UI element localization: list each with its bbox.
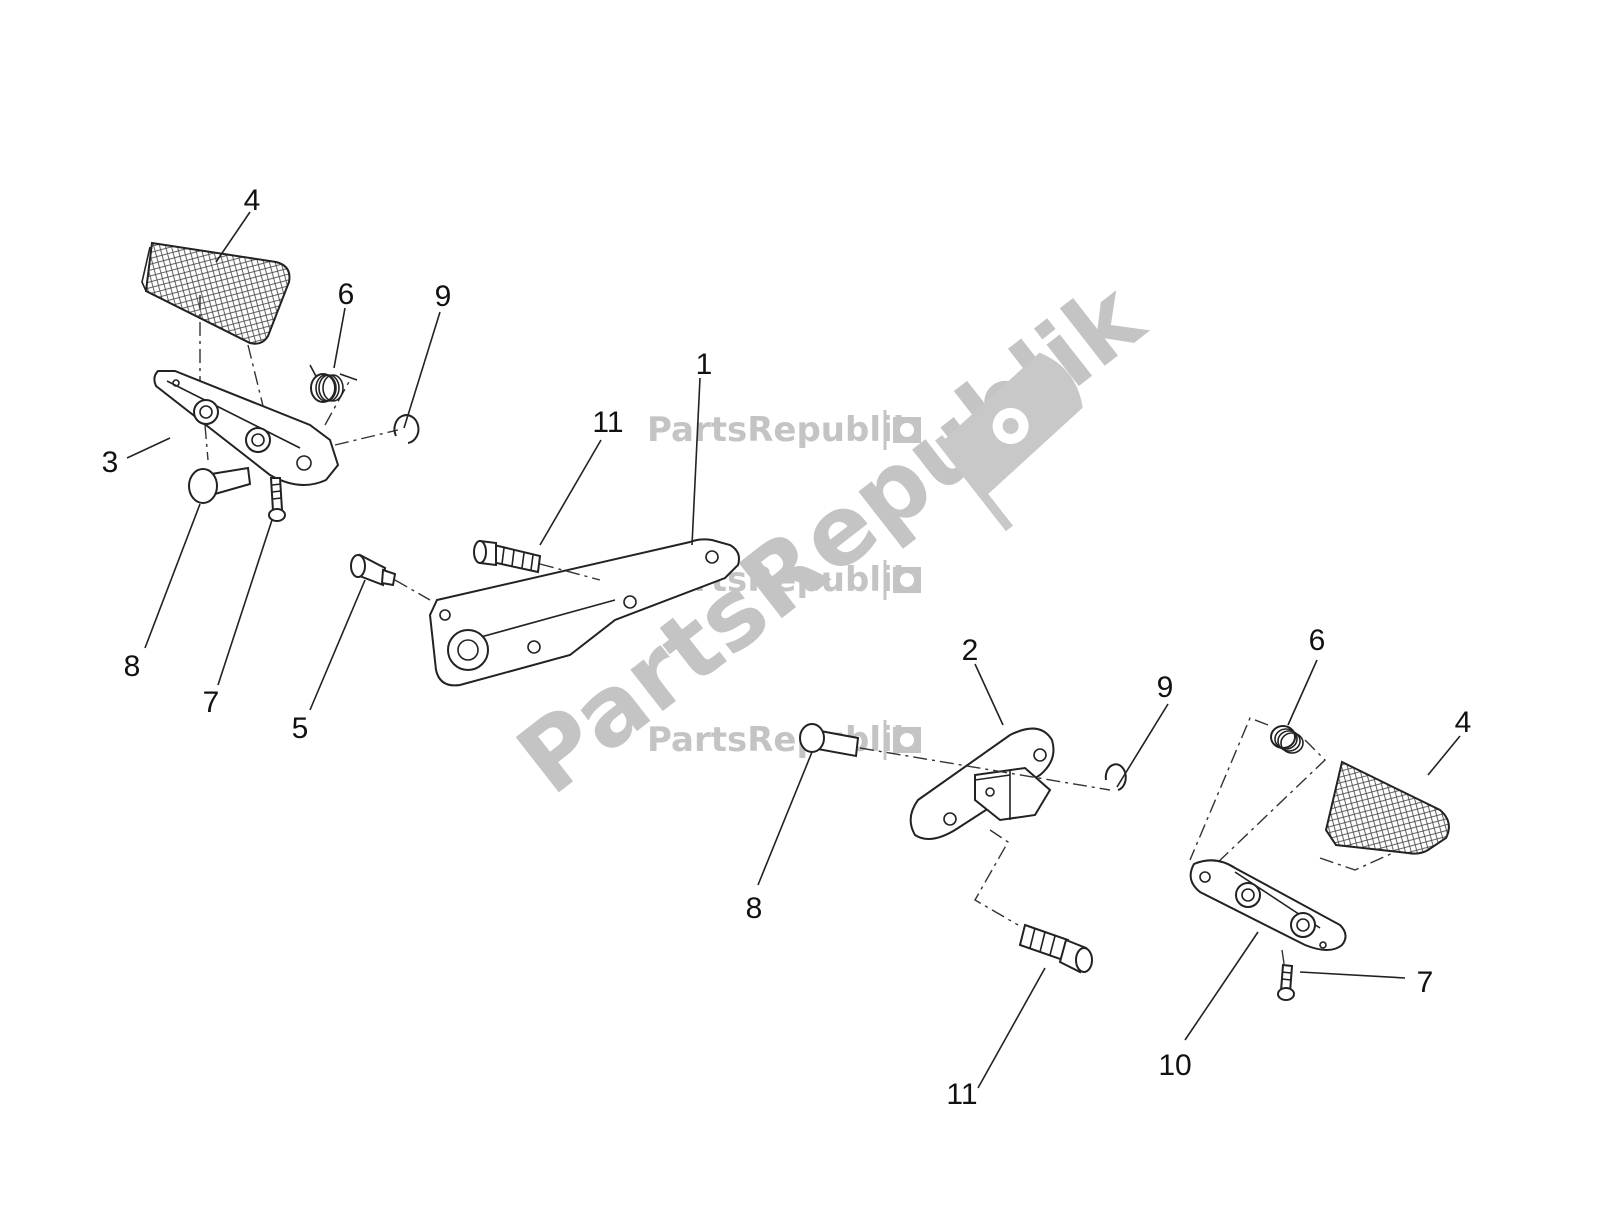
callout-8-left: 8 (124, 650, 141, 683)
part-6-spring-left (309, 364, 358, 403)
callout-3: 3 (102, 446, 119, 479)
part-2-mounting-plate (909, 727, 1055, 840)
gear-flag-icon (935, 352, 1083, 532)
callout-8-right: 8 (746, 892, 763, 925)
callout-6-left: 6 (338, 278, 355, 311)
callout-7-right: 7 (1417, 966, 1434, 999)
assembly-guide-bolt (539, 563, 601, 581)
callout-11-top: 11 (592, 406, 623, 439)
callout-5: 5 (292, 712, 309, 745)
callout-9-left: 9 (435, 280, 452, 313)
part-8-pin-right (799, 723, 860, 758)
part-8-pin-left (188, 466, 252, 504)
part-7-screw-right (1277, 963, 1295, 1001)
callout-11-bottom: 11 (946, 1078, 977, 1111)
part-4-footpeg-rubber-right (1324, 760, 1450, 855)
callout-6-right: 6 (1309, 624, 1326, 657)
callout-10: 10 (1158, 1049, 1191, 1082)
part-11-bolt-bottom (974, 829, 1093, 974)
watermark-small-text: PartsRepublik (647, 410, 917, 450)
callout-7-left: 7 (203, 686, 220, 719)
watermark-small-3: PartsRepublik (647, 720, 921, 760)
part-9-circlip-right (1104, 763, 1127, 791)
callout-2: 2 (962, 634, 979, 667)
part-5-bushing (350, 553, 397, 587)
part-4-footpeg-rubber-left (141, 241, 291, 345)
assembly-guides-right (1189, 717, 1396, 971)
callout-9-right: 9 (1157, 671, 1174, 704)
watermark-small-1: PartsRepublik (647, 410, 921, 450)
part-7-screw-left (268, 477, 286, 522)
part-6-spring-right (1270, 725, 1304, 754)
part-9-circlip-left (393, 414, 420, 444)
callout-4-left: 4 (244, 184, 261, 217)
callout-1: 1 (696, 348, 713, 381)
assembly-guide-bushing (394, 579, 431, 601)
watermark-small-text: PartsRepublik (647, 720, 917, 760)
assembly-guides-left (199, 295, 399, 461)
part-10-footpeg-bracket-right (1189, 859, 1347, 951)
leader-lines (126, 211, 1461, 1089)
callout-labels: 4 6 9 3 1 11 8 7 5 2 9 6 4 8 7 10 11 (102, 184, 1472, 1111)
part-1-main-bracket (428, 538, 740, 687)
part-11-bolt-top (473, 539, 542, 574)
callout-4-right: 4 (1455, 706, 1472, 739)
